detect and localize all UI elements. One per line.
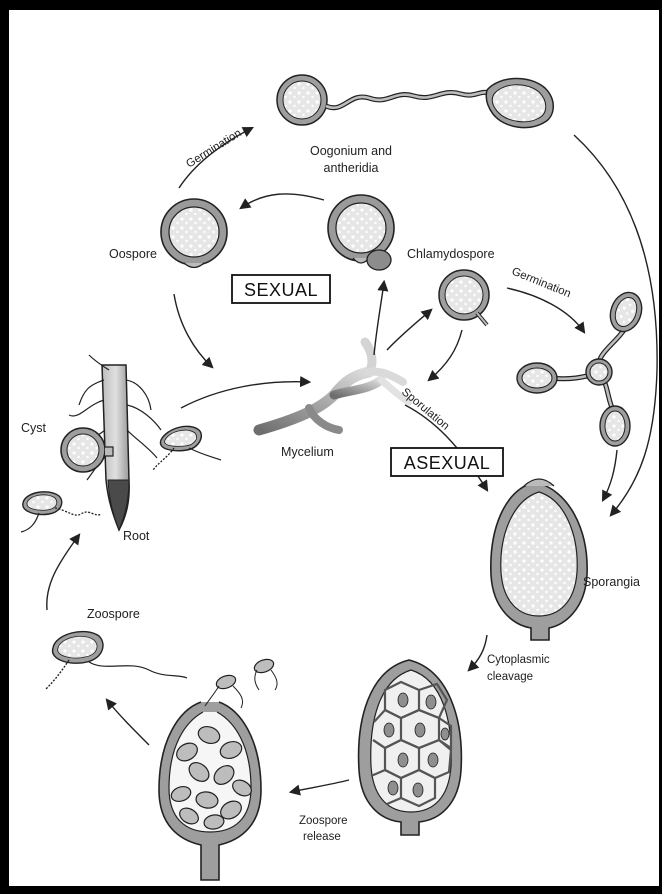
oospore bbox=[161, 199, 227, 268]
oogonium-label-line1: Oogonium and bbox=[310, 144, 392, 158]
sexual-label: SEXUAL bbox=[244, 280, 318, 300]
arrow-cleavage-to-release bbox=[291, 780, 349, 792]
arrow-oospore-to-mycelium bbox=[174, 294, 212, 367]
oospore-label: Oospore bbox=[109, 247, 157, 261]
asexual-box: ASEXUAL bbox=[391, 448, 503, 476]
arrow-mycelium-to-oogonium bbox=[374, 282, 384, 355]
chlamydospore-label: Chlamydospore bbox=[407, 247, 495, 261]
arrow-oogonium-to-oospore bbox=[241, 194, 324, 208]
cytoplasmic-label-line2: cleavage bbox=[487, 671, 533, 683]
oogonium-antheridia bbox=[328, 195, 394, 270]
arrow-release-to-zoospore bbox=[107, 700, 149, 745]
zoospore-near-root-right bbox=[153, 426, 221, 470]
oogonium-label-line2: antheridia bbox=[324, 161, 379, 175]
sporulation-label: Sporulation bbox=[399, 386, 451, 433]
zoospore-release-label-line1: Zoospore bbox=[299, 815, 348, 827]
arrow-chlamydospore-to-sporulation bbox=[429, 330, 462, 380]
arrow-mycelium-to-chlamydospore bbox=[387, 310, 431, 350]
arrow-zoospore-to-root bbox=[47, 535, 79, 610]
sexual-box: SEXUAL bbox=[232, 275, 330, 303]
zoospore-release-label-line2: release bbox=[303, 831, 341, 843]
sporangium bbox=[491, 479, 587, 640]
sporangium-release bbox=[159, 657, 277, 880]
mycelium bbox=[259, 342, 409, 430]
free-zoospore bbox=[45, 632, 187, 690]
arrow-chlamydospore-germination bbox=[507, 288, 584, 332]
chlamydospore bbox=[439, 270, 489, 325]
asexual-label: ASEXUAL bbox=[404, 453, 491, 473]
diagram-canvas: SEXUAL ASEXUAL Germination Oogonium and … bbox=[9, 10, 659, 886]
sporangia-label: Sporangia bbox=[583, 575, 640, 589]
root-label: Root bbox=[123, 529, 150, 543]
life-cycle-diagram: SEXUAL ASEXUAL Germination Oogonium and … bbox=[9, 10, 659, 886]
arrow-sporangia-to-cleavage bbox=[469, 635, 487, 670]
arrow-germination-to-sporangia bbox=[603, 450, 617, 500]
zoospore-near-root-left bbox=[21, 492, 101, 532]
mycelium-label: Mycelium bbox=[281, 445, 334, 459]
germinating-chlamydospore bbox=[517, 288, 647, 446]
zoospore-label: Zoospore bbox=[87, 607, 140, 621]
cytoplasmic-label-line1: Cytoplasmic bbox=[487, 654, 550, 666]
germination-top-label: Germination bbox=[184, 127, 243, 170]
germination-right-label: Germination bbox=[510, 266, 573, 301]
cyst-label: Cyst bbox=[21, 421, 47, 435]
sporangium-cleavage bbox=[359, 660, 462, 835]
germinating-oospore bbox=[277, 75, 553, 128]
arrow-root-to-mycelium bbox=[181, 382, 309, 408]
